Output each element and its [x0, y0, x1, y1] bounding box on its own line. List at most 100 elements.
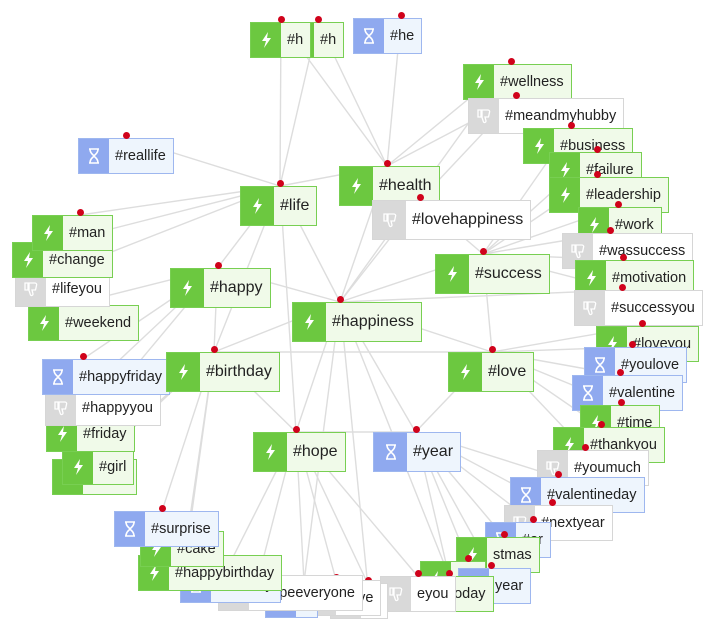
- lightning-bolt-icon: [464, 65, 494, 99]
- node-anchor-dot: [508, 58, 515, 65]
- node-anchor-dot: [77, 209, 84, 216]
- node-label: #wellness: [500, 74, 564, 90]
- node-anchor-dot: [293, 426, 300, 433]
- node-label: #youlove: [621, 357, 680, 373]
- edge-hub-hub: [279, 185, 297, 433]
- node-label: #successyou: [611, 300, 695, 316]
- tag-node-wellness[interactable]: #wellness: [463, 64, 572, 100]
- tag-node-man[interactable]: #man: [32, 215, 114, 251]
- node-label: #surprise: [151, 521, 211, 537]
- lightning-bolt-icon: [449, 353, 482, 391]
- node-anchor-dot: [417, 194, 424, 201]
- node-label: #girl: [99, 459, 127, 475]
- node-label: #happybirthday: [175, 565, 275, 581]
- hub-node-life[interactable]: #life: [240, 186, 318, 226]
- node-label: #man: [69, 225, 106, 241]
- node-anchor-dot: [487, 562, 495, 569]
- tag-node-girl[interactable]: #girl: [62, 449, 135, 485]
- hourglass-icon: [79, 139, 109, 173]
- hub-node-success[interactable]: #success: [435, 254, 550, 294]
- node-anchor-dot: [480, 248, 487, 255]
- node-label: #reallife: [115, 148, 166, 164]
- node-label: #youmuch: [574, 460, 641, 476]
- node-anchor-dot: [615, 201, 622, 208]
- hub-node-lovehappiness[interactable]: #lovehappiness: [372, 200, 532, 240]
- node-anchor-dot: [618, 399, 625, 406]
- lightning-bolt-icon: [254, 433, 287, 471]
- node-anchor-dot: [582, 444, 589, 451]
- node-anchor-dot: [278, 16, 285, 23]
- node-anchor-dot: [568, 122, 575, 129]
- lightning-bolt-icon: [436, 255, 469, 293]
- lightning-bolt-icon: [293, 303, 326, 341]
- lightning-bolt-icon: [241, 187, 274, 225]
- tag-node-happyyou[interactable]: #happyyou: [45, 390, 161, 426]
- node-label: #nextyear: [541, 515, 605, 531]
- node-label: #lovehappiness: [412, 211, 524, 228]
- node-anchor-dot: [465, 555, 472, 562]
- node-anchor-dot: [214, 262, 222, 269]
- lightning-bolt-icon: [29, 306, 59, 340]
- hourglass-icon: [374, 433, 407, 471]
- node-anchor-dot: [598, 421, 605, 428]
- tag-node-successyou[interactable]: #successyou: [574, 290, 703, 326]
- tag-node-he[interactable]: #he: [353, 18, 423, 54]
- node-label: year: [495, 578, 524, 594]
- hourglass-icon: [573, 376, 603, 410]
- node-anchor-dot: [530, 516, 537, 523]
- node-label: #happyfriday: [79, 369, 163, 385]
- node-label: #success: [475, 265, 542, 282]
- lightning-bolt-icon: [251, 23, 281, 57]
- node-label: #failure: [586, 162, 634, 178]
- node-label: #happiness: [332, 313, 414, 330]
- lightning-bolt-icon: [167, 353, 200, 391]
- lightning-bolt-icon: [63, 450, 93, 484]
- node-anchor-dot: [594, 171, 601, 178]
- node-label: eyou: [417, 586, 449, 602]
- tag-node-surprise[interactable]: #surprise: [114, 511, 219, 547]
- node-label: #leadership: [586, 187, 661, 203]
- node-label: #love: [488, 363, 527, 380]
- lightning-bolt-icon: [576, 261, 606, 295]
- node-label: stmas: [493, 547, 532, 563]
- node-anchor-dot: [639, 320, 646, 327]
- node-anchor-dot: [549, 499, 556, 506]
- node-anchor-dot: [593, 146, 601, 153]
- hub-node-love[interactable]: #love: [448, 352, 535, 392]
- hourglass-icon: [43, 360, 73, 394]
- hub-node-year[interactable]: #year: [373, 432, 462, 472]
- node-anchor-dot: [617, 369, 624, 376]
- thumbs-down-icon: [575, 291, 605, 325]
- lightning-bolt-icon: [171, 269, 204, 307]
- node-anchor-dot: [489, 346, 496, 353]
- node-label: #work: [615, 217, 654, 233]
- thumbs-down-icon: [469, 99, 499, 133]
- node-label: #health: [379, 177, 432, 194]
- node-anchor-dot: [629, 341, 636, 348]
- node-anchor-dot: [414, 570, 422, 577]
- hub-node-happiness[interactable]: #happiness: [292, 302, 422, 342]
- node-label: #he: [390, 28, 415, 44]
- node-anchor-dot: [211, 346, 218, 353]
- tag-node-reallife[interactable]: #reallife: [78, 138, 174, 174]
- hub-node-hope[interactable]: #hope: [253, 432, 346, 472]
- node-label: #business: [560, 138, 626, 154]
- node-anchor-dot: [337, 296, 344, 303]
- node-anchor-dot: [315, 16, 322, 23]
- tag-node-eyou[interactable]: eyou: [380, 576, 457, 612]
- hub-node-health[interactable]: #health: [339, 166, 440, 206]
- node-anchor-dot: [159, 505, 166, 512]
- hourglass-icon: [115, 512, 145, 546]
- tag-node-happyfriday[interactable]: #happyfriday: [42, 359, 171, 395]
- lightning-bolt-icon: [550, 178, 580, 212]
- tag-node-h[interactable]: #h: [250, 22, 312, 58]
- node-label: #friday: [83, 426, 127, 442]
- node-label: #year: [413, 443, 454, 460]
- lightning-bolt-icon: [33, 216, 63, 250]
- hub-node-happy[interactable]: #happy: [170, 268, 271, 308]
- tag-node-weekend[interactable]: #weekend: [28, 305, 140, 341]
- node-label: #weekend: [65, 315, 132, 331]
- hub-node-birthday[interactable]: #birthday: [166, 352, 280, 392]
- thumbs-down-icon: [373, 201, 406, 239]
- node-label: #valentineday: [547, 487, 637, 503]
